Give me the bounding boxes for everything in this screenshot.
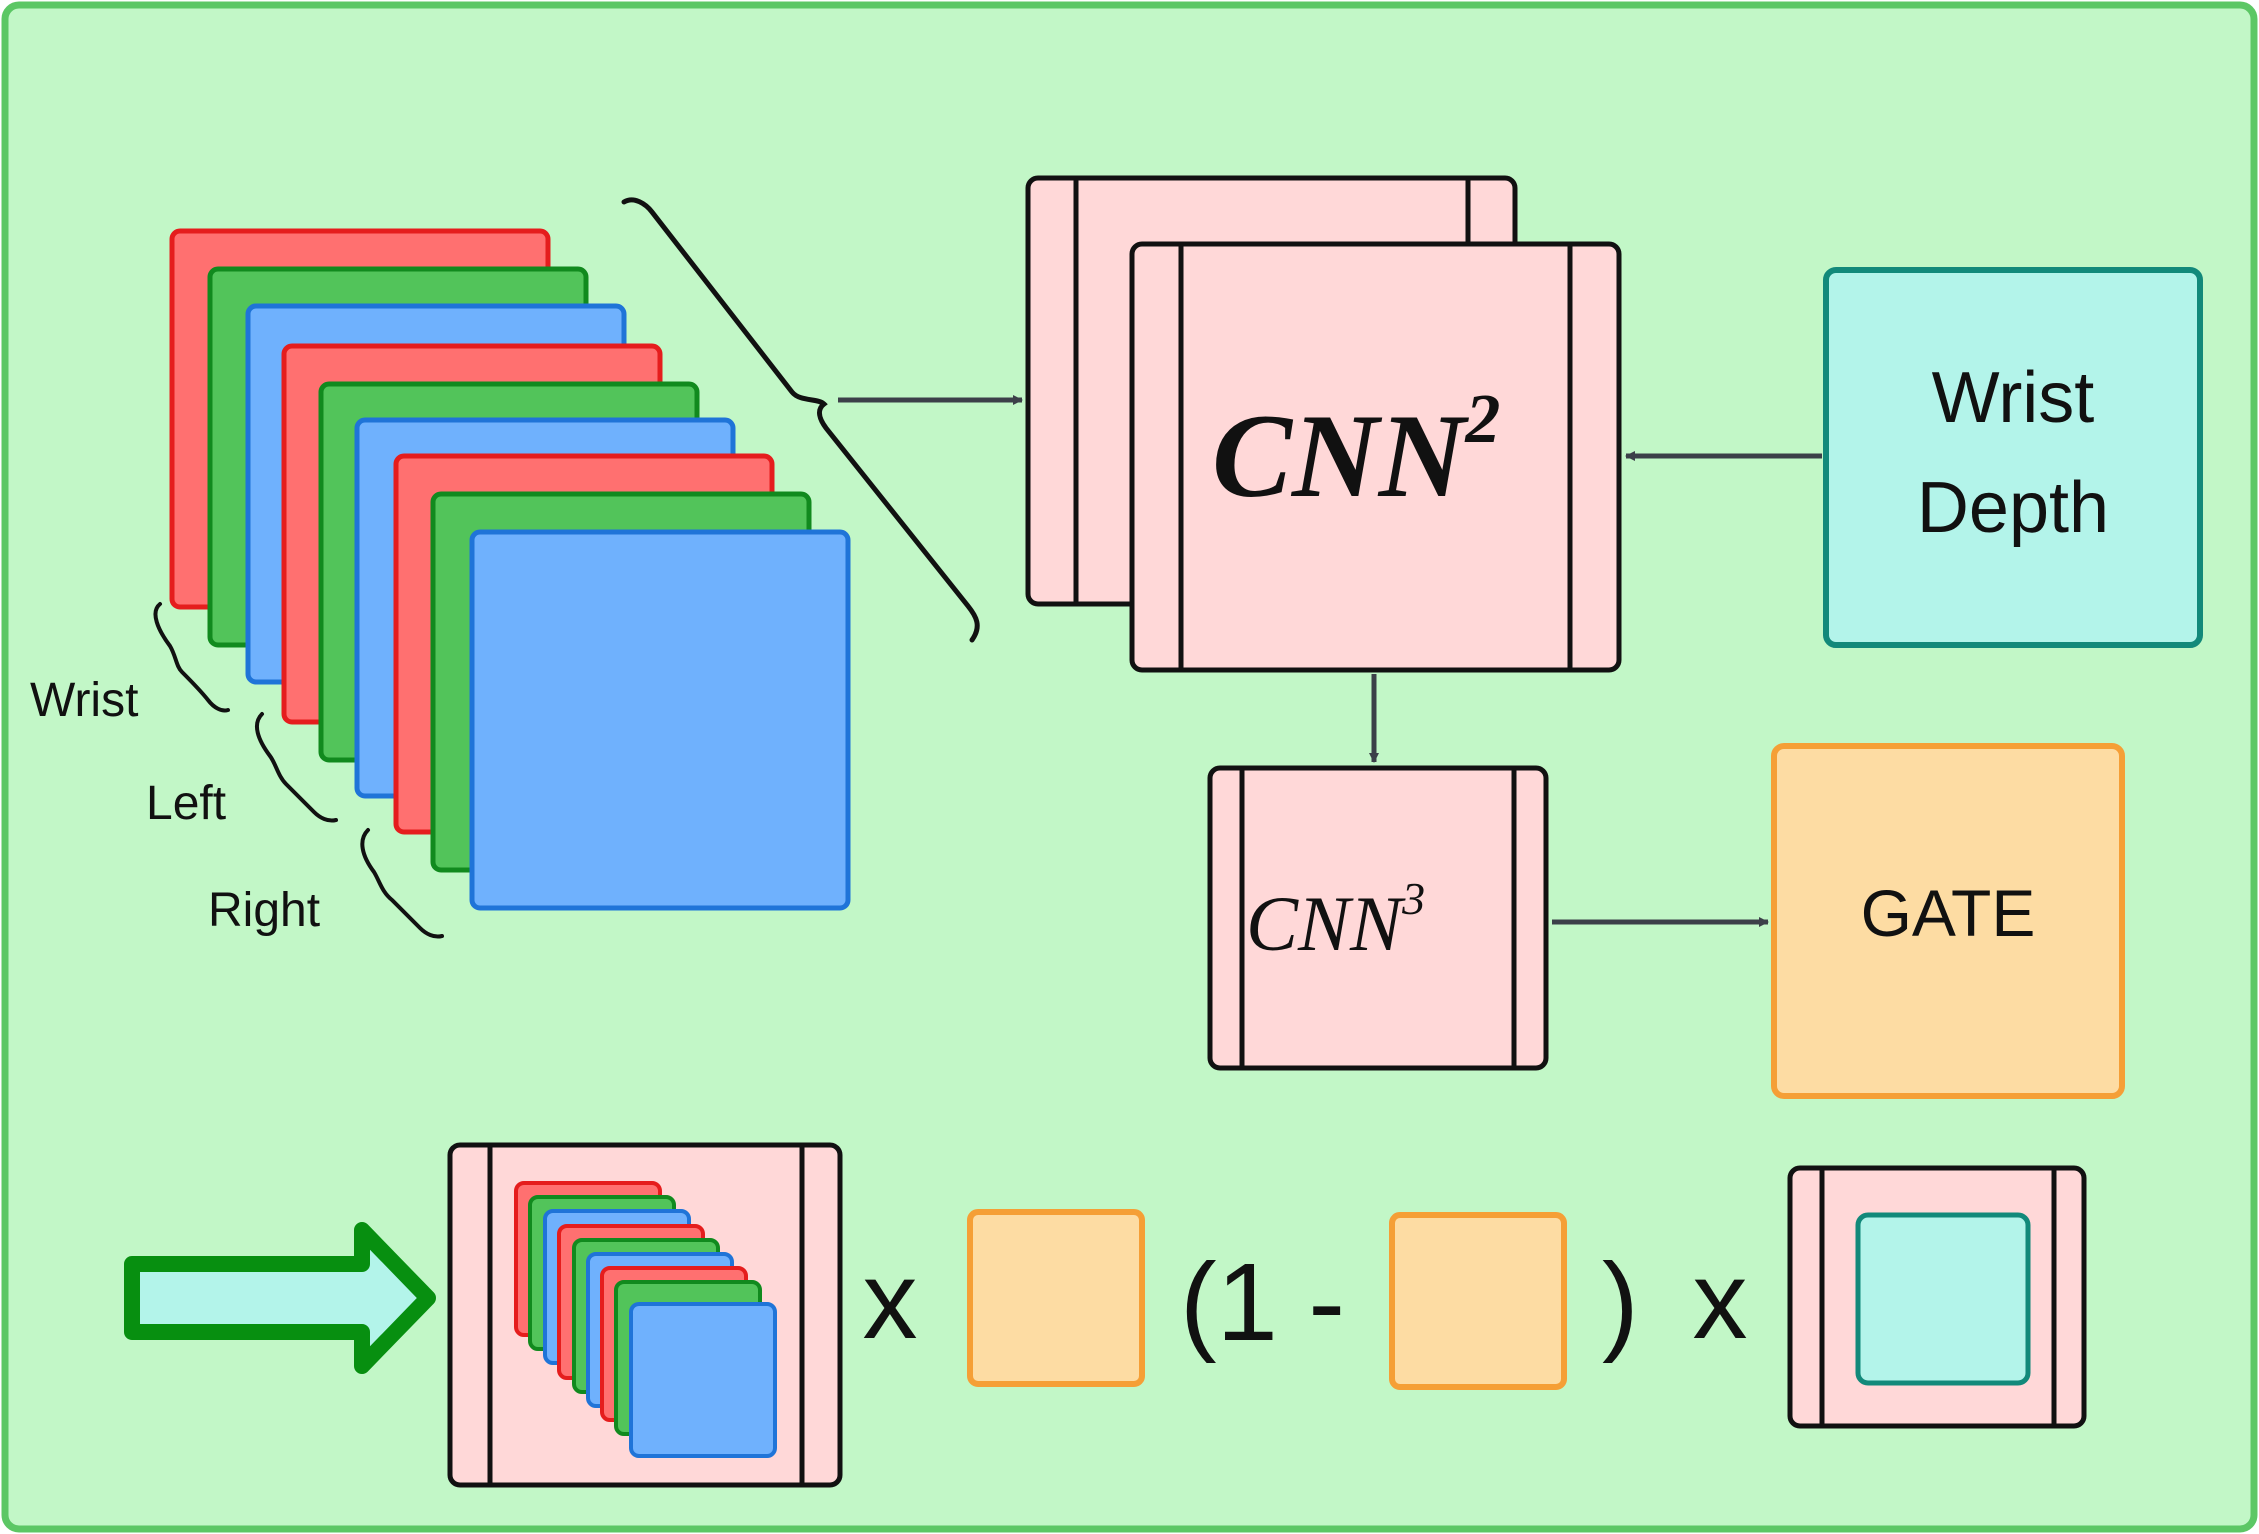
big-arrow-icon: [124, 1222, 436, 1374]
wrist-depth-line2: Depth: [1917, 468, 2109, 548]
mini-image-stack: [514, 1181, 777, 1458]
one-minus-text: (1 -: [1180, 1241, 1345, 1364]
gate-square-2: [1389, 1212, 1567, 1390]
brace-left: [254, 712, 338, 823]
gate-square-1: [967, 1209, 1145, 1387]
frame-right-blue: [469, 529, 851, 911]
cnn3-sup: 3: [1401, 873, 1425, 924]
label-wrist: Wrist: [30, 674, 138, 727]
depth-square: [1855, 1212, 2031, 1386]
cnn2-base: CNN: [1212, 389, 1470, 522]
brace-wrist: [153, 602, 230, 713]
gate-box: [1771, 743, 2125, 1099]
cnn2-label: CNN2: [1212, 381, 1500, 522]
label-left: Left: [146, 777, 226, 830]
times-symbol-1: x: [863, 1239, 918, 1362]
stack-braces: [153, 602, 444, 939]
brace-right: [360, 828, 444, 939]
cnn3-base: CNN: [1246, 880, 1406, 967]
label-right: Right: [208, 884, 320, 937]
cnn2-front-card: [1129, 241, 1622, 673]
times-symbol-2: x: [1693, 1239, 1748, 1362]
cnn2-sup: 2: [1464, 381, 1500, 458]
cnn-with-depth: [1787, 1165, 2087, 1429]
gate-label: GATE: [1861, 876, 2036, 950]
cnn3-card: [1207, 765, 1549, 1071]
wrist-depth-box: [1823, 267, 2203, 648]
wrist-depth-line1: Wrist: [1932, 358, 2095, 438]
group-brace: [621, 197, 980, 643]
cnn2-block: CNN2: [1025, 175, 1622, 673]
cnn-with-frames: [447, 1142, 843, 1488]
image-stack: [169, 228, 851, 911]
close-paren-text: ): [1602, 1241, 1639, 1364]
cnn3-block: CNN3: [1207, 765, 1549, 1071]
cnn3-label: CNN3: [1246, 873, 1425, 967]
